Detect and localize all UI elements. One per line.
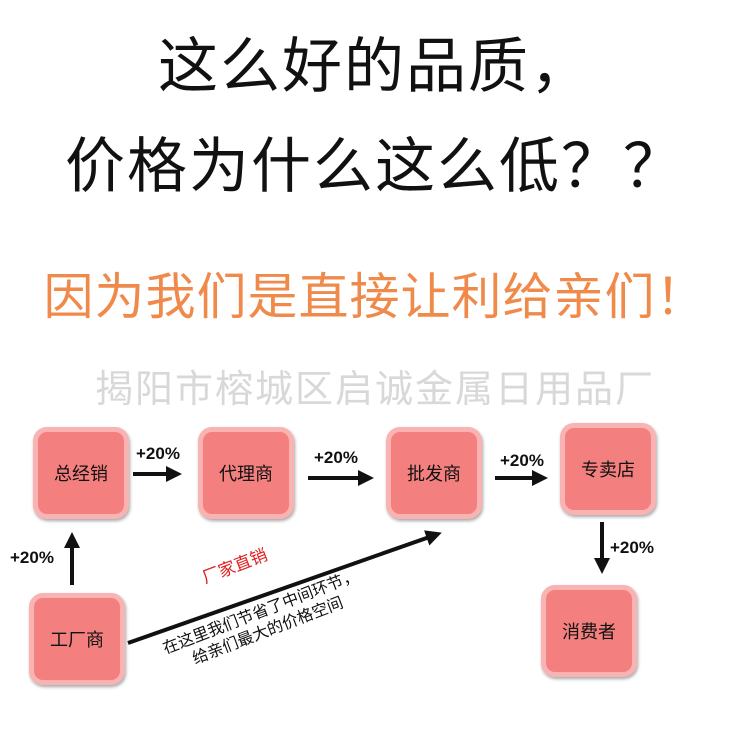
node-wholesaler: 批发商 bbox=[386, 427, 482, 519]
node-specialty-store: 专卖店 bbox=[560, 423, 656, 515]
node-agent: 代理商 bbox=[198, 427, 294, 519]
headline-line-1: 这么好的品质， bbox=[158, 32, 592, 102]
watermark-text: 揭阳市榕城区启诚金属日用品厂 bbox=[94, 367, 655, 411]
slogan: 因为我们是直接让利给亲们！ bbox=[43, 268, 707, 326]
node-general-distributor: 总经销 bbox=[33, 427, 129, 519]
headline-line-2: 价格为什么这么低？？ bbox=[65, 132, 685, 202]
markup-store-to-consumer: +20% bbox=[610, 538, 654, 557]
markup-agent-to-wholesaler: +20% bbox=[314, 448, 358, 467]
markup-gm-to-agent: +20% bbox=[136, 444, 180, 463]
markup-factory-to-gm: +20% bbox=[10, 548, 54, 567]
markup-wholesaler-to-store: +20% bbox=[500, 451, 544, 470]
arrow-factory-to-wholesaler bbox=[127, 530, 442, 645]
node-consumer: 消费者 bbox=[541, 585, 637, 677]
node-factory: 工厂商 bbox=[29, 593, 125, 685]
